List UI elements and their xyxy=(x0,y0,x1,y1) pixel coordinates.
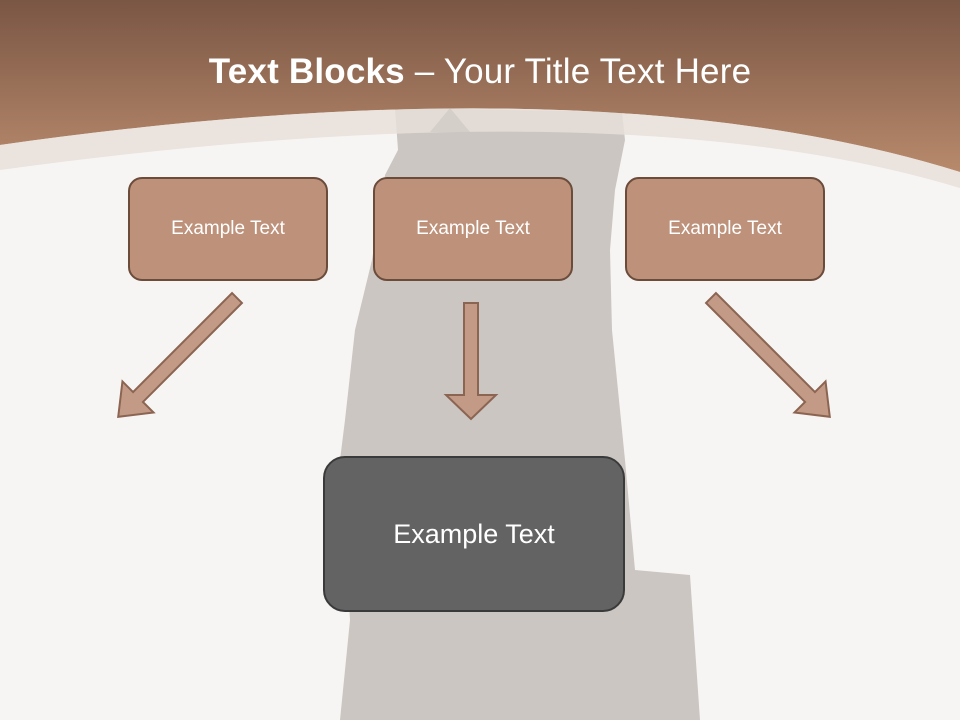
arrow-left xyxy=(117,291,244,418)
target-box: Example Text xyxy=(323,456,625,612)
source-box-2: Example Text xyxy=(373,177,573,281)
source-box-1-label: Example Text xyxy=(171,218,285,239)
header-band xyxy=(0,0,960,172)
source-box-2-label: Example Text xyxy=(416,218,530,239)
slide-title: Text Blocks – Your Title Text Here xyxy=(0,52,960,92)
source-box-1: Example Text xyxy=(128,177,328,281)
title-bold: Text Blocks xyxy=(208,52,405,91)
source-box-3: Example Text xyxy=(625,177,825,281)
arrow-center xyxy=(443,302,499,421)
target-box-label: Example Text xyxy=(393,518,555,549)
title-separator: – xyxy=(404,52,444,91)
source-box-3-label: Example Text xyxy=(668,218,782,239)
arrow-right xyxy=(704,291,831,418)
header-swoosh xyxy=(0,108,960,188)
title-rest: Your Title Text Here xyxy=(443,52,752,91)
